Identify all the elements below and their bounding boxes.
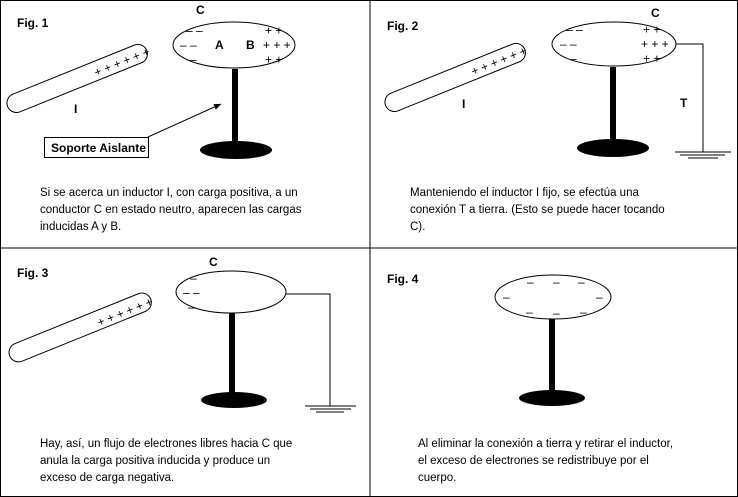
fig4-caption-line: Al eliminar la conexión a tierra y retir…	[418, 438, 673, 450]
minus-charge-icon: –	[553, 306, 560, 320]
charge-a-label: A	[215, 38, 224, 52]
fig2-caption-line: C).	[410, 221, 425, 233]
pointer-arrow	[147, 103, 222, 138]
negative-charges-row: – –	[183, 286, 200, 300]
fig3-caption-line: anula la carga positiva inducida y produ…	[40, 455, 270, 467]
stand-base	[519, 390, 585, 406]
conductor-sphere	[172, 21, 296, 69]
negative-charges-row: – –	[186, 24, 203, 38]
fig2-caption-line: Manteniendo el inductor I fijo, se efect…	[410, 187, 639, 199]
fig3-caption-line: exceso de carga negativa.	[40, 472, 174, 484]
positive-charges-row: + +	[643, 23, 660, 37]
positive-charges-row: + + +	[263, 38, 291, 52]
inductor-positive-charges: + + + + + +	[95, 295, 155, 330]
support-label: Soporte Aislante	[51, 141, 146, 155]
stand-base	[577, 139, 649, 157]
negative-charges-row: –	[190, 53, 197, 67]
stand-base	[200, 141, 272, 159]
inductor-positive-charges: + + + + + +	[469, 44, 529, 79]
negative-charges-row: –	[570, 52, 577, 66]
inductor-label: I	[462, 97, 465, 111]
insulating-stand	[232, 69, 238, 145]
support-label-box	[44, 137, 149, 158]
figure-1: Fig. 1 + + + + + + I C – – – – – A B + +…	[6, 3, 302, 233]
figure-4: Fig. 4 – – – – – – – – Al eliminar la co…	[387, 272, 673, 484]
minus-charge-icon: –	[596, 290, 603, 304]
ground-label: T	[680, 96, 688, 110]
conductor-label: C	[651, 6, 660, 20]
conductor-label: C	[196, 3, 205, 17]
fig3-caption-line: Hay, así, un flujo de electrones libres …	[40, 438, 292, 450]
inductor-rod	[384, 42, 526, 113]
minus-charge-icon: –	[580, 305, 587, 319]
minus-charge-icon: –	[527, 275, 534, 289]
inductor-rod	[6, 43, 148, 114]
fig1-caption-line: Si se acerca un inductor I, con carga po…	[40, 187, 298, 199]
ground-icon	[305, 405, 356, 413]
negative-charges-row: – –	[180, 38, 197, 52]
fig3-label: Fig. 3	[17, 266, 49, 280]
minus-charge-icon: –	[526, 305, 533, 319]
stand-base	[201, 392, 267, 408]
negative-charges-row: – –	[566, 23, 583, 37]
fig2-label: Fig. 2	[387, 19, 419, 33]
conductor-label: C	[209, 255, 218, 269]
fig1-caption-line: inducidas A y B.	[40, 221, 121, 233]
fig4-caption-line: cuerpo.	[418, 472, 456, 484]
minus-charge-icon: –	[553, 275, 560, 289]
positive-charges-row: + +	[265, 24, 282, 38]
fig2-caption-line: conexión T a tierra. (Esto se puede hace…	[410, 204, 665, 216]
negative-charges-row: –	[190, 271, 197, 285]
positive-charges-row: + + +	[641, 37, 669, 51]
minus-charge-icon: –	[578, 275, 585, 289]
figure-3: Fig. 3 + + + + + + C – – – – Hay, así, u…	[8, 255, 356, 484]
fig1-caption-line: conductor C en estado neutro, aparecen l…	[40, 204, 302, 216]
fig4-caption-line: el exceso de electrones se redistribuye …	[418, 455, 649, 467]
ground-icon	[675, 151, 731, 159]
minus-charge-icon: –	[503, 290, 510, 304]
positive-charges-row: + +	[265, 53, 282, 67]
negative-charges-row: –	[188, 300, 195, 314]
negative-charges-row: – –	[560, 37, 577, 51]
insulating-stand	[549, 319, 555, 393]
charge-b-label: B	[246, 38, 255, 52]
positive-charges-row: + +	[643, 52, 660, 66]
fig4-label: Fig. 4	[387, 272, 419, 286]
insulating-stand	[610, 67, 616, 143]
fig1-label: Fig. 1	[17, 16, 49, 30]
figure-2: Fig. 2 + + + + + + I C – – – – – + + + +…	[384, 6, 731, 233]
ground-wire	[286, 293, 331, 406]
ground-wire	[676, 43, 704, 152]
inductor-rod	[8, 292, 152, 363]
insulating-stand	[229, 313, 235, 395]
inductor-label: I	[74, 102, 77, 116]
